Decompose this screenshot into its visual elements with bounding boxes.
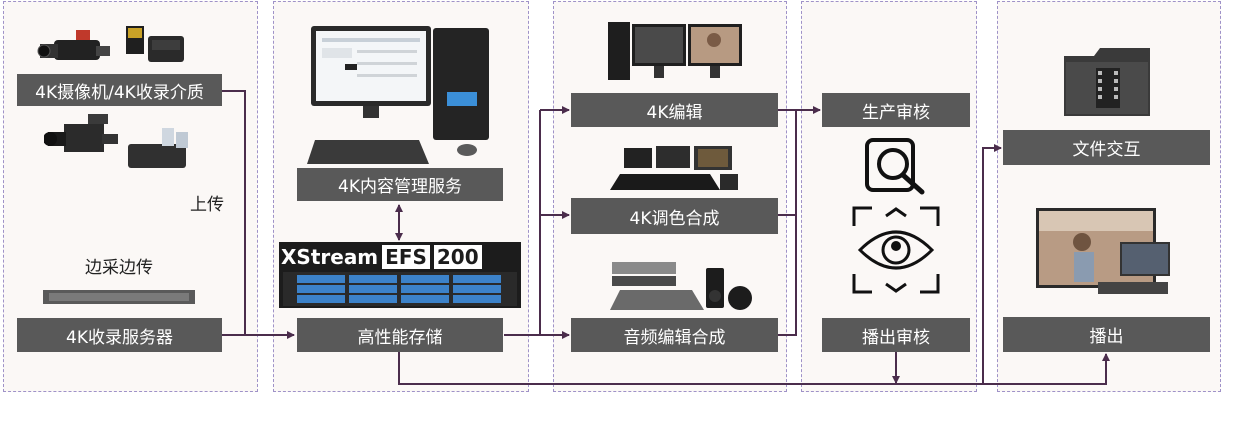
recorder-rack-icon [128, 128, 188, 168]
recorder-server-label: 4K收录服务器 [17, 318, 222, 352]
cms-service-label: 4K内容管理服务 [297, 168, 503, 201]
film-camera-icon [44, 114, 118, 152]
color-grading-label: 4K调色合成 [571, 198, 778, 234]
device-number-text: 200 [433, 245, 482, 269]
eye-scan-icon [852, 206, 940, 294]
playout-review-label: 播出审核 [822, 318, 970, 352]
file-exchange-label: 文件交互 [1003, 130, 1210, 165]
tv-screens-icon [1036, 208, 1170, 294]
playout-label: 播出 [1003, 317, 1210, 352]
magnifier-icon [865, 138, 925, 195]
recorder-server-rack-icon [43, 290, 195, 304]
storage-array-icon: XStream EFS 200 [279, 242, 521, 308]
device-model-text: EFS [382, 245, 430, 269]
audio-gear-icon [610, 262, 752, 310]
simul-upload-label: 边采边传 [85, 258, 153, 278]
audio-edit-label: 音频编辑合成 [571, 318, 778, 352]
color-grading-desk-icon [610, 146, 738, 190]
workstation-icon [307, 26, 489, 164]
production-review-label: 生产审核 [822, 93, 970, 127]
card-reader-icon [126, 26, 184, 62]
editing-monitors-icon [608, 22, 742, 80]
device-brand-text: XStream [281, 245, 379, 269]
capture-device-label: 4K摄像机/4K收录介质 [17, 74, 222, 106]
camcorder-icon [37, 30, 110, 60]
storage-label: 高性能存储 [297, 318, 503, 352]
upload-label: 上传 [190, 195, 224, 215]
edit-4k-label: 4K编辑 [571, 93, 778, 127]
video-folder-icon [1064, 48, 1150, 116]
